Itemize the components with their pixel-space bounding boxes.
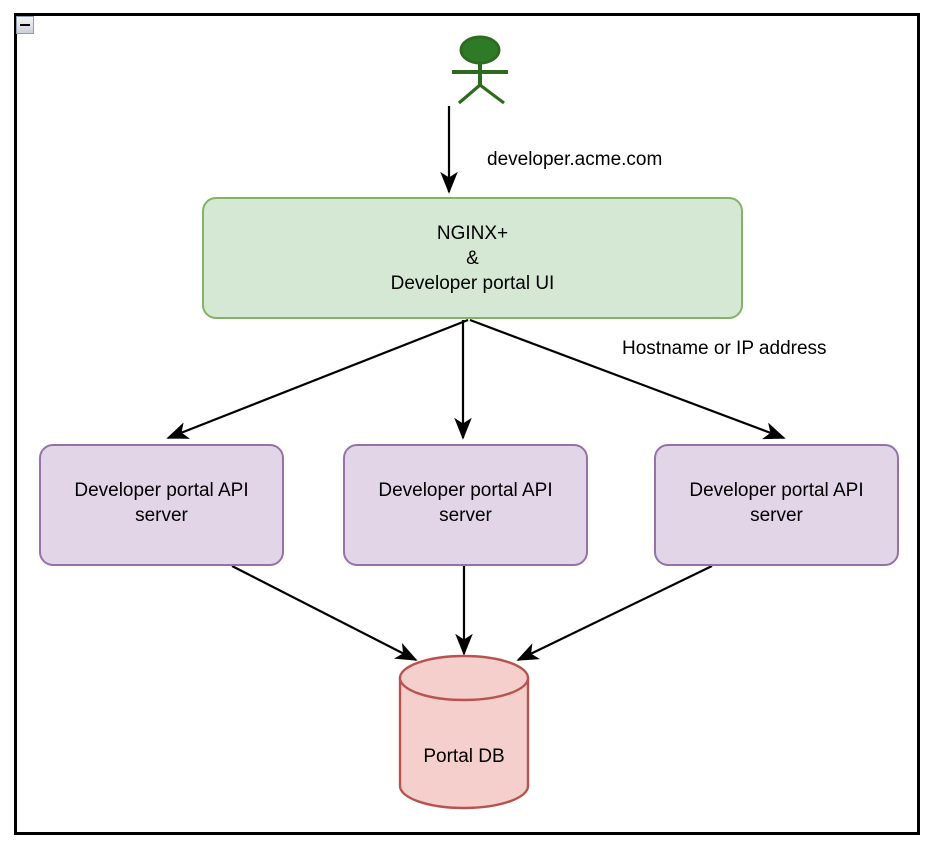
edge-api-3-to-db[interactable] bbox=[516, 565, 713, 661]
actor-left-leg-icon bbox=[457, 83, 482, 105]
actor-head-icon bbox=[459, 35, 501, 65]
collapse-button[interactable] bbox=[16, 16, 34, 34]
developer-portal-api-server-3-node[interactable] bbox=[654, 444, 899, 566]
end-user-actor[interactable] bbox=[452, 35, 508, 105]
developer-portal-api-server-2-node[interactable] bbox=[343, 444, 588, 566]
nginx-developer-portal-ui-node[interactable] bbox=[202, 197, 743, 319]
actor-right-leg-icon bbox=[479, 83, 505, 105]
portal-database-node[interactable] bbox=[398, 654, 530, 810]
developer-portal-api-server-1-node[interactable] bbox=[39, 444, 284, 566]
edge-nginx-to-api-1[interactable] bbox=[166, 318, 469, 440]
edge-api-1-to-db[interactable] bbox=[231, 565, 418, 661]
edge-nginx-to-api-3[interactable] bbox=[469, 318, 786, 440]
minus-icon bbox=[20, 24, 30, 26]
